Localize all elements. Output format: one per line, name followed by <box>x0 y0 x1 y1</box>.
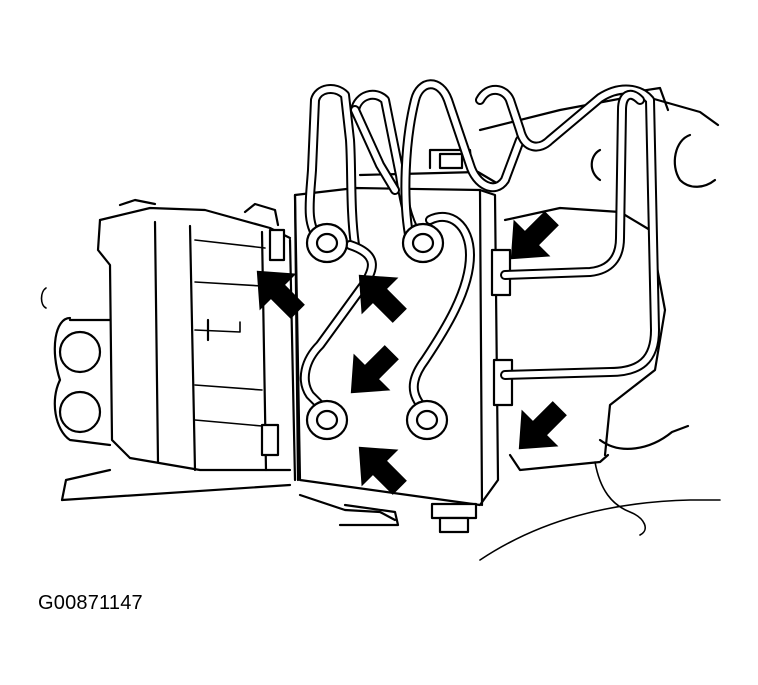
figure-id-caption: G00871147 <box>38 592 143 614</box>
flare-nut-upper-left <box>305 222 349 264</box>
arrow-upper-center <box>358 274 407 323</box>
flare-nut-upper-right <box>401 222 445 264</box>
arrow-upper-right <box>510 211 559 260</box>
flare-nut-lower-left <box>305 399 349 441</box>
arrow-lower-right <box>518 401 567 450</box>
flare-nut-lower-right <box>405 399 449 441</box>
brake-pipes <box>299 79 660 415</box>
flare-nuts <box>305 222 449 441</box>
arrow-middle-center <box>350 345 399 394</box>
arrow-lower-center <box>358 446 407 495</box>
arrow-left-motor <box>256 270 305 319</box>
indicator-arrows <box>256 211 567 495</box>
pump-motor <box>40 198 297 502</box>
